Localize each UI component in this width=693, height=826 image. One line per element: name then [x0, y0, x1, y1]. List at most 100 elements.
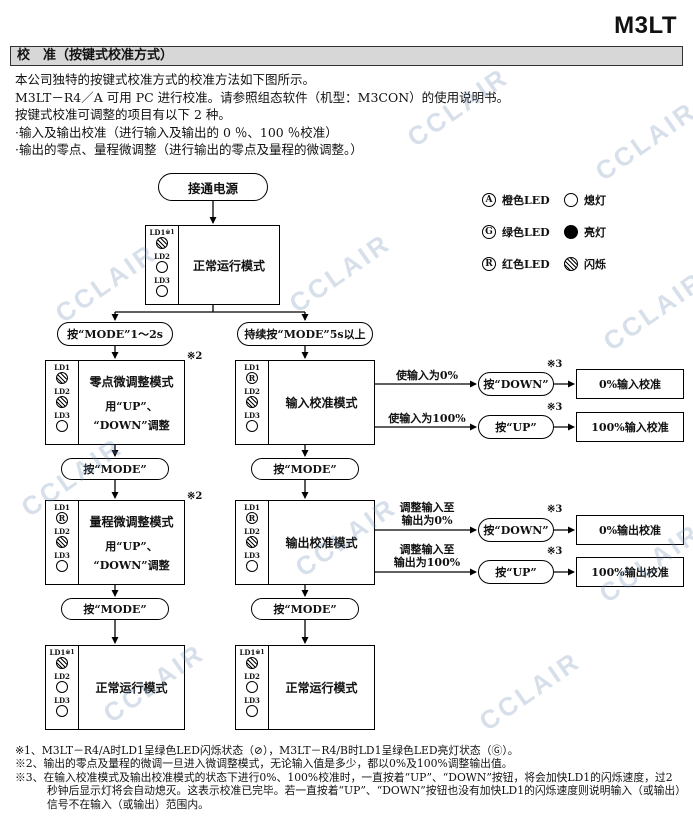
led3-label: LD3	[54, 696, 70, 705]
led2-indicator	[56, 536, 68, 548]
intro-line: ·输入及输出校准（进行输入及输出的 0 ％、100 ％校准）	[15, 124, 338, 140]
footnote-3: ※3、在输入校准模式及输出校准模式的状态下进行0%、100%校准时，一直按着“U…	[15, 770, 681, 811]
led2: LD2	[46, 672, 78, 693]
led3-indicator	[56, 560, 68, 572]
led1-label: LD1	[244, 363, 260, 372]
intro-paragraphs: 本公司独特的按键式校准方式的校准方法如下图所示。 M3LT－R4／A 可用 PC…	[15, 71, 679, 159]
box-title: 输入校准模式	[285, 396, 358, 410]
condition-output-0: 调整输入至 输出为0%	[379, 501, 475, 527]
box-subline: 用“UP”、	[105, 539, 158, 553]
flow-box-normal-bottom-left: LD1※1 LD2 LD3 正常运行模式	[45, 645, 185, 730]
result-input-100: 100%输入校准	[576, 412, 684, 442]
led-strip: LD1 LD2 LD3	[46, 361, 79, 444]
flow-box-span-adjust: LD1 R LD2 LD3 量程微调整模式 用“UP”、 “DOWN”调整	[45, 500, 185, 585]
led3-indicator	[246, 705, 258, 717]
intro-line: 本公司独特的按键式校准方式的校准方法如下图所示。	[15, 72, 316, 87]
led-flash-icon	[564, 257, 578, 271]
led1: LD1	[46, 363, 78, 384]
led1-indicator	[56, 657, 68, 669]
led2-label: LD2	[154, 252, 170, 261]
mode-button-oval: 按“MODE”	[61, 458, 169, 480]
led2: LD2	[236, 672, 268, 693]
intro-line: 按键式校准可调整的项目有以下 2 种。	[15, 107, 231, 123]
led2-label: LD2	[244, 387, 260, 396]
led1-label: LD1	[239, 648, 256, 657]
flow-box-output-cal: LD1 R LD2 LD3 输出校准模式	[235, 500, 375, 585]
note3-ref: ※3	[547, 402, 563, 413]
legend-label: 亮灯	[584, 226, 606, 239]
legend-label: 闪烁	[584, 258, 606, 271]
box-title: 正常运行模式	[285, 681, 358, 695]
note3-ref: ※3	[547, 359, 563, 370]
legend-row: G 绿色LED 亮灯	[482, 222, 606, 242]
led1-label: LD1	[244, 503, 260, 512]
led3-label: LD3	[154, 276, 170, 285]
condition-line: 输出为0%	[401, 514, 453, 527]
led-strip: LD1 R LD2 LD3	[236, 361, 269, 444]
led2-indicator	[156, 261, 168, 273]
led1-indicator: R	[246, 512, 258, 524]
up-button-oval: 按“UP”	[478, 415, 554, 439]
legend-row: R 红色LED 闪烁	[482, 254, 606, 274]
led1: LD1 R	[46, 503, 78, 524]
led3-indicator	[56, 705, 68, 717]
led3-label: LD3	[54, 551, 70, 560]
led2-indicator	[246, 681, 258, 693]
led2-label: LD2	[54, 527, 70, 536]
legend-label: 红色LED	[502, 258, 550, 271]
mode-button-oval: 按“MODE”	[251, 458, 359, 480]
led-strip: LD1※1 LD2 LD3	[46, 646, 79, 729]
led3-indicator	[246, 420, 258, 432]
led-strip: LD1※1 LD2 LD3	[236, 646, 269, 729]
led3-indicator	[246, 560, 258, 572]
led1: LD1※1	[46, 648, 78, 669]
led1-label: LD1	[49, 648, 66, 657]
mode-button-oval: 按“MODE”	[251, 598, 359, 620]
note1-ref: ※1	[65, 649, 75, 656]
led3-label: LD3	[244, 411, 260, 420]
box-subline: “DOWN”调整	[93, 558, 170, 572]
page-title: M3LT	[614, 12, 677, 39]
led-legend: A 橙色LED 熄灯 G 绿色LED 亮灯 R 红色LED 闪烁	[482, 190, 606, 286]
led3-indicator	[156, 285, 168, 297]
led1: LD1 R	[236, 363, 268, 384]
led2-label: LD2	[54, 387, 70, 396]
condition-line: 调整输入至	[399, 543, 455, 556]
flow-branch-mode-1-2s: 按“MODE”1～2s	[57, 322, 173, 346]
flow-start-power-on: 接通电源	[158, 173, 268, 201]
led3: LD3	[46, 411, 78, 432]
led2-indicator	[246, 396, 258, 408]
result-input-0: 0%输入校准	[576, 369, 684, 399]
footnote-2: ※2、输出的零点及量程的微调一旦进入微调整模式，无论输入值是多少，都以0%及10…	[15, 757, 513, 771]
mode-button-oval: 按“MODE”	[61, 598, 169, 620]
box-title: 输出校准模式	[285, 536, 358, 550]
led2: LD2	[236, 387, 268, 408]
red-led-icon: R	[482, 257, 496, 271]
led3: LD3	[236, 551, 268, 572]
flow-box-normal-top: LD1※1 LD2 LD3 正常运行模式	[145, 225, 280, 305]
led1-indicator	[56, 372, 68, 384]
led1-label: LD1	[54, 363, 70, 372]
condition-input-0: 使输入为0%	[395, 369, 459, 382]
led3-label: LD3	[244, 551, 260, 560]
result-output-0: 0%输出校准	[576, 515, 684, 545]
intro-line: M3LT－R4／A 可用 PC 进行校准。请参照组态软件（机型：M3CON）的使…	[15, 89, 510, 105]
flow-box-zero-adjust: LD1 LD2 LD3 零点微调整模式 用“UP”、 “DOWN”调整	[45, 360, 185, 445]
led1: LD1※1	[146, 228, 178, 249]
led1-indicator: R	[246, 372, 258, 384]
led3: LD3	[46, 551, 78, 572]
box-subline: 用“UP”、	[105, 399, 158, 413]
note1-ref: ※1	[165, 229, 175, 236]
led1: LD1※1	[236, 648, 268, 669]
led1-indicator	[246, 657, 258, 669]
result-output-100: 100%输出校准	[576, 557, 684, 587]
condition-line: 调整输入至	[399, 501, 455, 514]
flow-box-input-cal: LD1 R LD2 LD3 输入校准模式	[235, 360, 375, 445]
led2-label: LD2	[244, 527, 260, 536]
note3-ref: ※3	[547, 546, 563, 557]
box-title: 零点微调整模式	[89, 374, 174, 389]
condition-line: 输出为100%	[393, 556, 461, 569]
footnote-1: ※1、M3LT－R4/A时LD1呈绿色LED闪烁状态（⊘），M3LT－R4/B时…	[15, 744, 519, 757]
